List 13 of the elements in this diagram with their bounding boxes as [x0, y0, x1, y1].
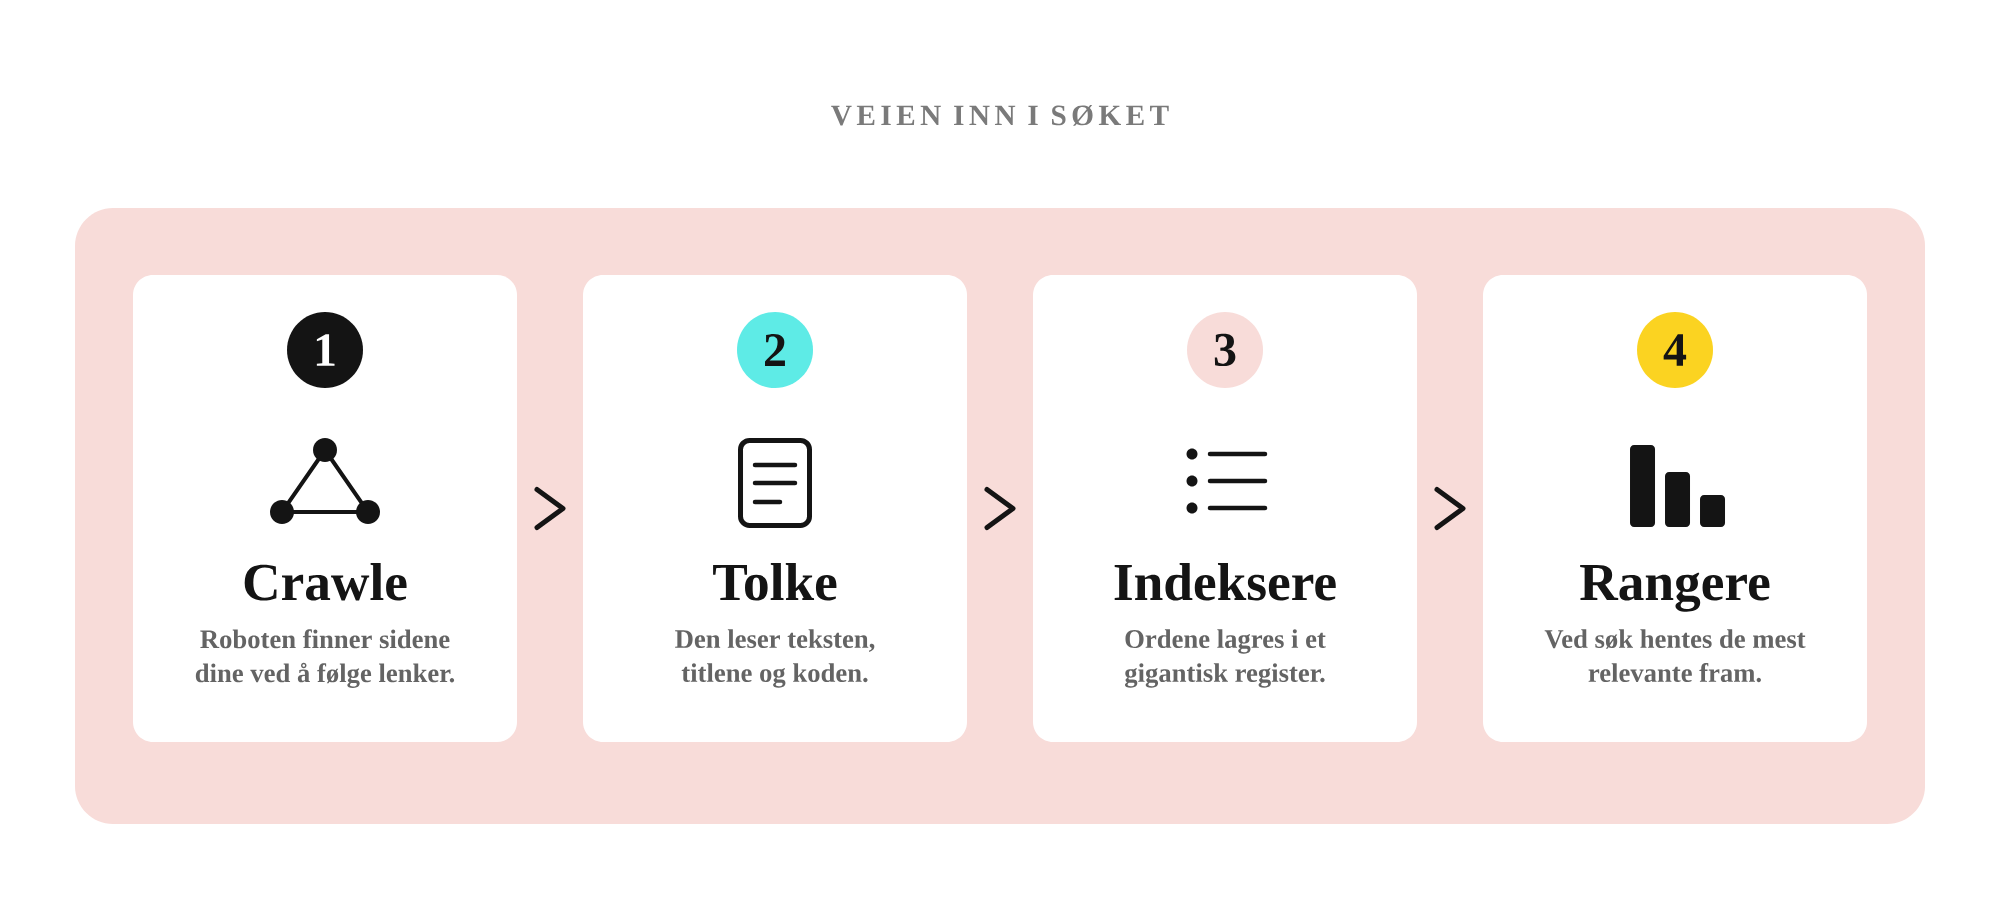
- step-title: Tolke: [713, 563, 837, 601]
- number-badge: 2: [737, 312, 813, 388]
- step-title: Rangere: [1580, 565, 1770, 612]
- step-description: Ved søk hentes de mest relevante fram.: [1544, 629, 1806, 683]
- title: VEIEN INN I SØKET: [831, 105, 1169, 126]
- step-title: Crawle: [244, 563, 407, 601]
- step-title: Indeksere: [1114, 563, 1336, 601]
- number-badge: 3: [1187, 312, 1263, 388]
- step-description: Den leser teksten, titlene og koden.: [675, 629, 875, 688]
- step-description: Roboten finner sidene dine ved å følge lenker.: [195, 629, 455, 688]
- number-badge: 1: [287, 312, 363, 388]
- number-badge: 4: [1637, 312, 1713, 388]
- step-description: Ordene lagres i et gigantisk register.: [1125, 629, 1326, 688]
